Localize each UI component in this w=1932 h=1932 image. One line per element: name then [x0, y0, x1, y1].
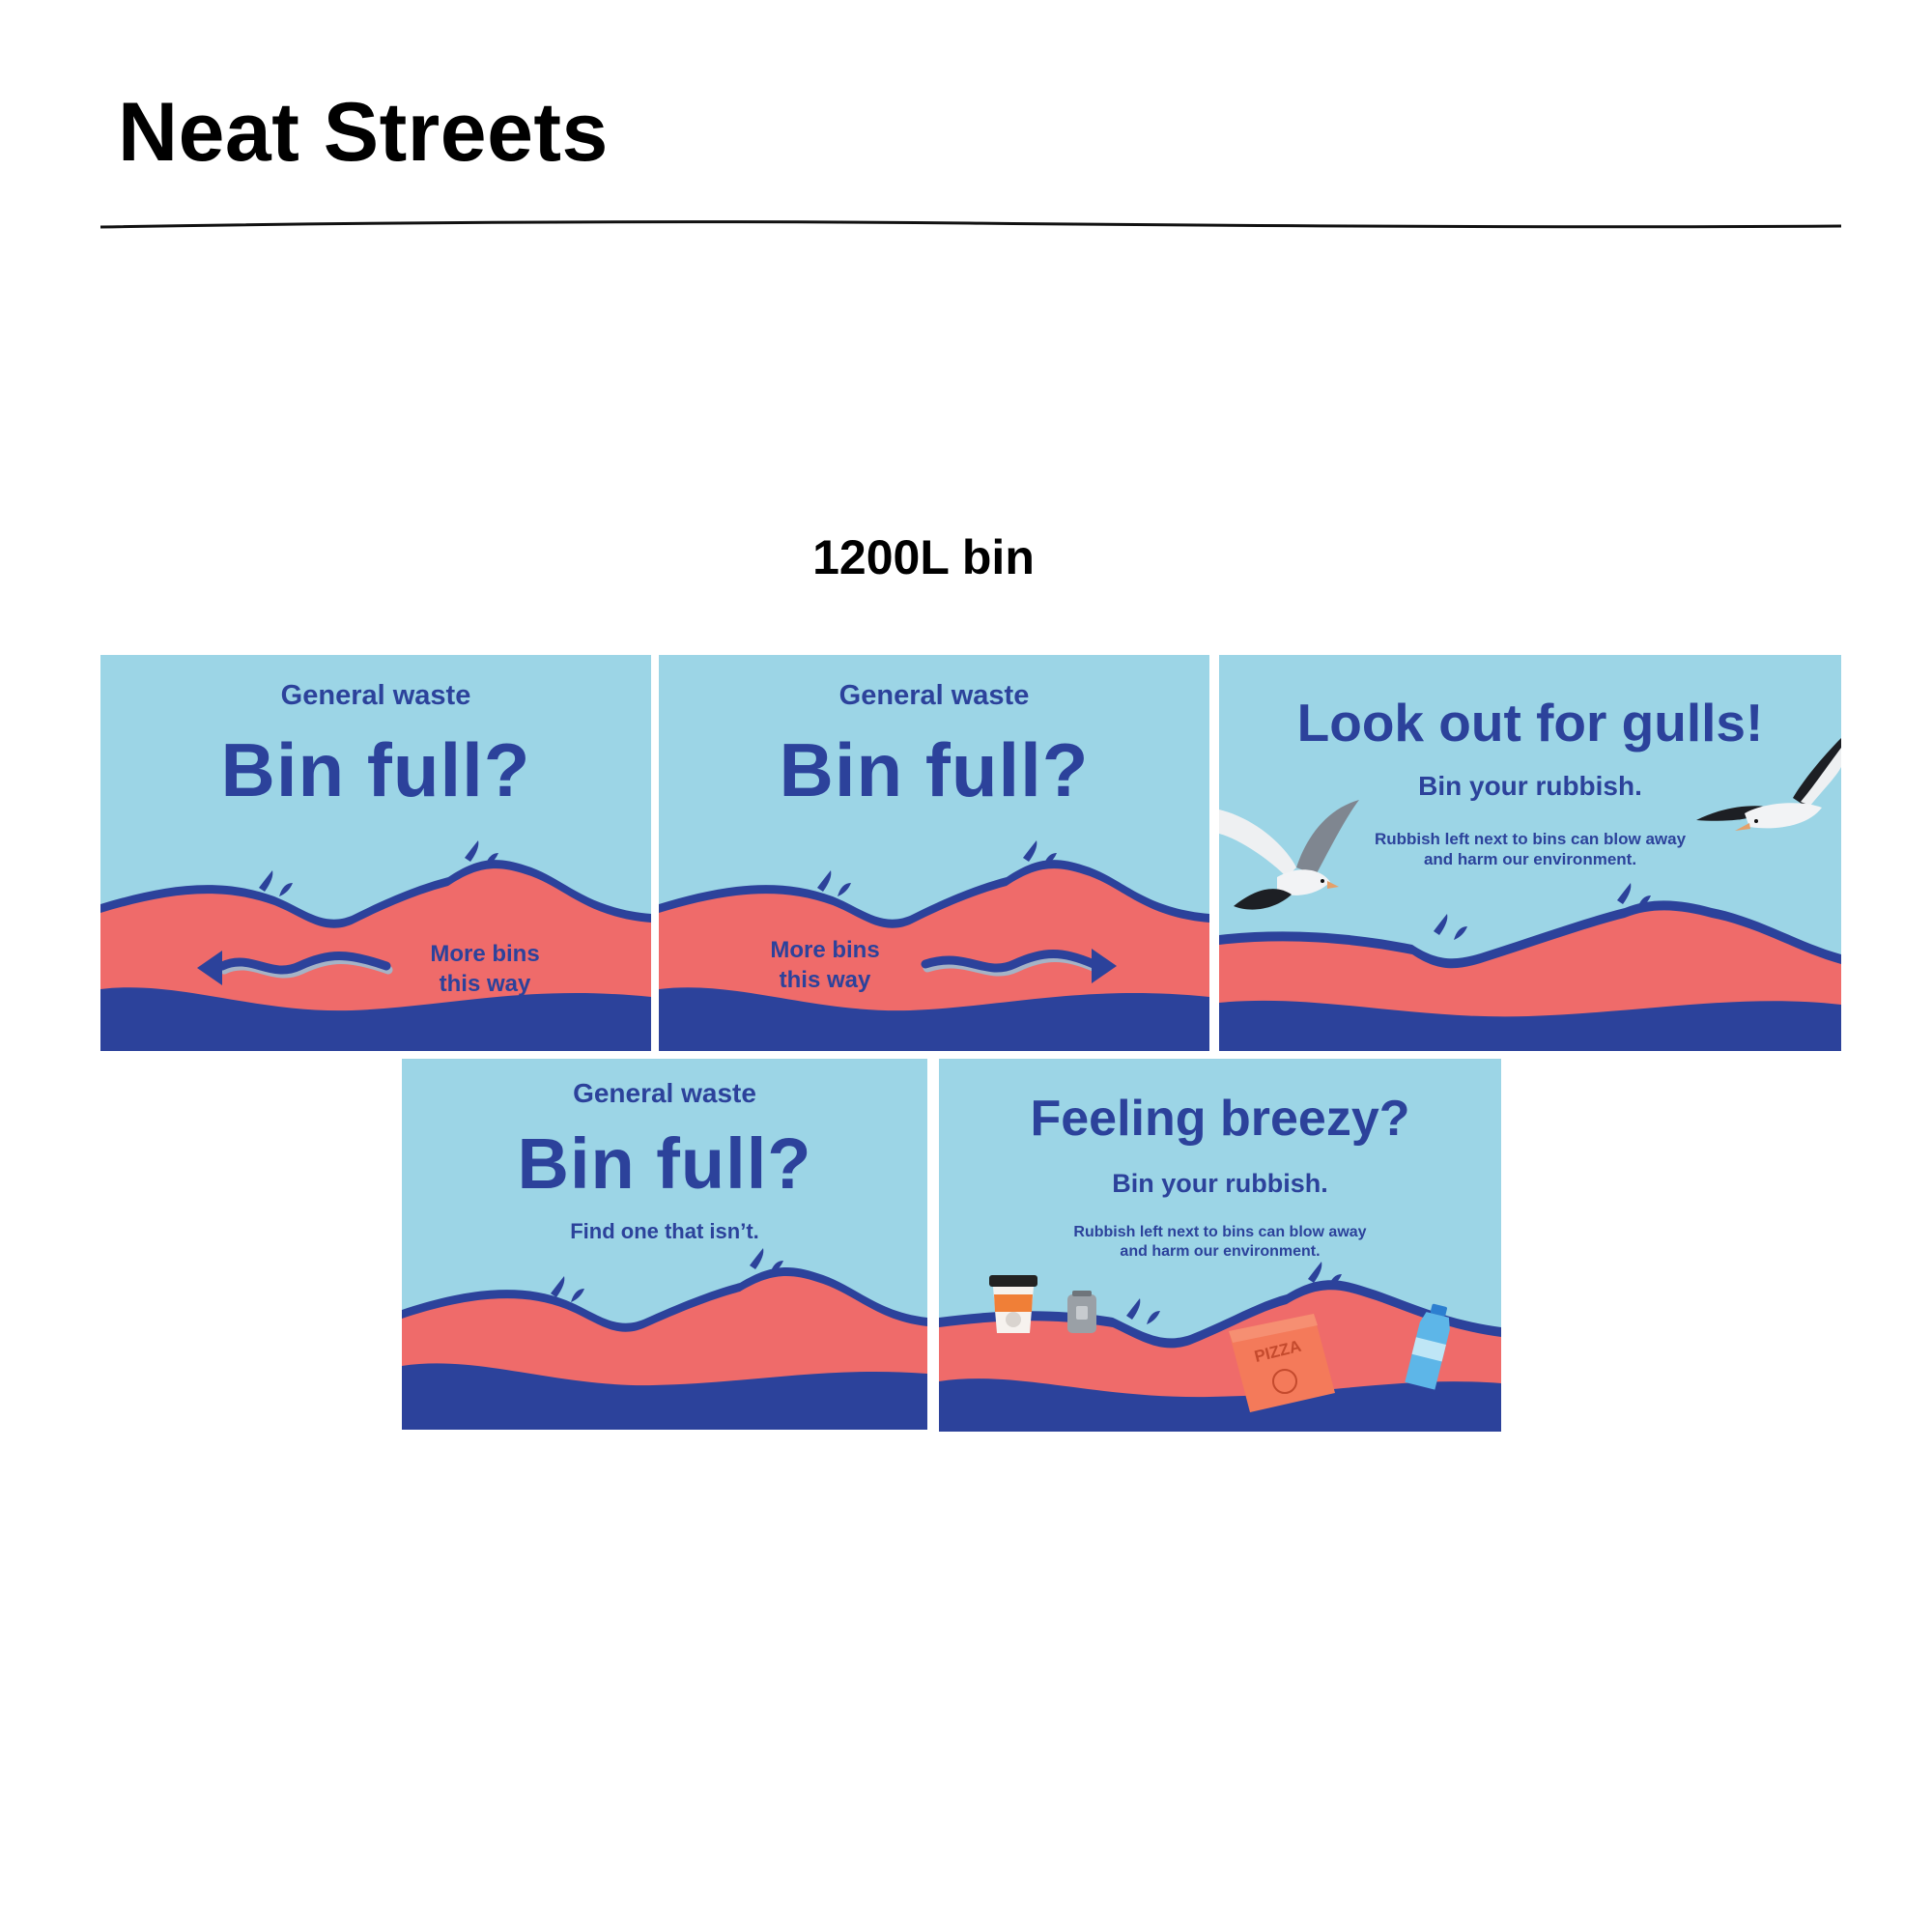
arrow-right-icon — [921, 949, 1117, 983]
sign-card-gulls: Look out for gulls! Bin your rubbish. Ru… — [1219, 655, 1841, 1051]
card-subtitle: Bin your rubbish. — [1112, 1169, 1328, 1198]
section-title: 1200L bin — [812, 530, 1035, 584]
coffee-cup-icon — [989, 1275, 1037, 1333]
card-headline: Bin full? — [220, 727, 531, 812]
seagull-icon — [1219, 800, 1359, 910]
card-subtitle: General waste — [280, 680, 471, 711]
pizza-box-icon: PIZZA — [1229, 1314, 1335, 1412]
card-subtitle: General waste — [838, 680, 1030, 711]
wave-illustration — [402, 1248, 927, 1430]
wave-illustration — [659, 840, 1209, 1051]
card-headline: Bin full? — [779, 727, 1090, 812]
sign-card-find-one: General waste Bin full? Find one that is… — [402, 1059, 927, 1430]
header-divider — [100, 220, 1841, 229]
card-subtitle: General waste — [573, 1078, 756, 1108]
card-tagline: Find one that isn’t. — [570, 1219, 759, 1243]
seagull-icon — [1696, 738, 1841, 831]
card-headline: Look out for gulls! — [1296, 693, 1764, 753]
drink-can-icon — [1067, 1291, 1096, 1333]
card-headline: Feeling breezy? — [1030, 1091, 1410, 1147]
water-bottle-icon — [1405, 1303, 1450, 1390]
wave-illustration — [100, 840, 651, 1051]
arrow-left-icon — [197, 951, 393, 985]
sign-card-breezy: Feeling breezy? Bin your rubbish. Rubbis… — [939, 1059, 1501, 1432]
wave-illustration — [1219, 883, 1841, 1051]
card-subtitle: Bin your rubbish. — [1418, 771, 1642, 801]
card-headline: Bin full? — [517, 1123, 812, 1204]
page-title: Neat Streets — [118, 86, 609, 179]
